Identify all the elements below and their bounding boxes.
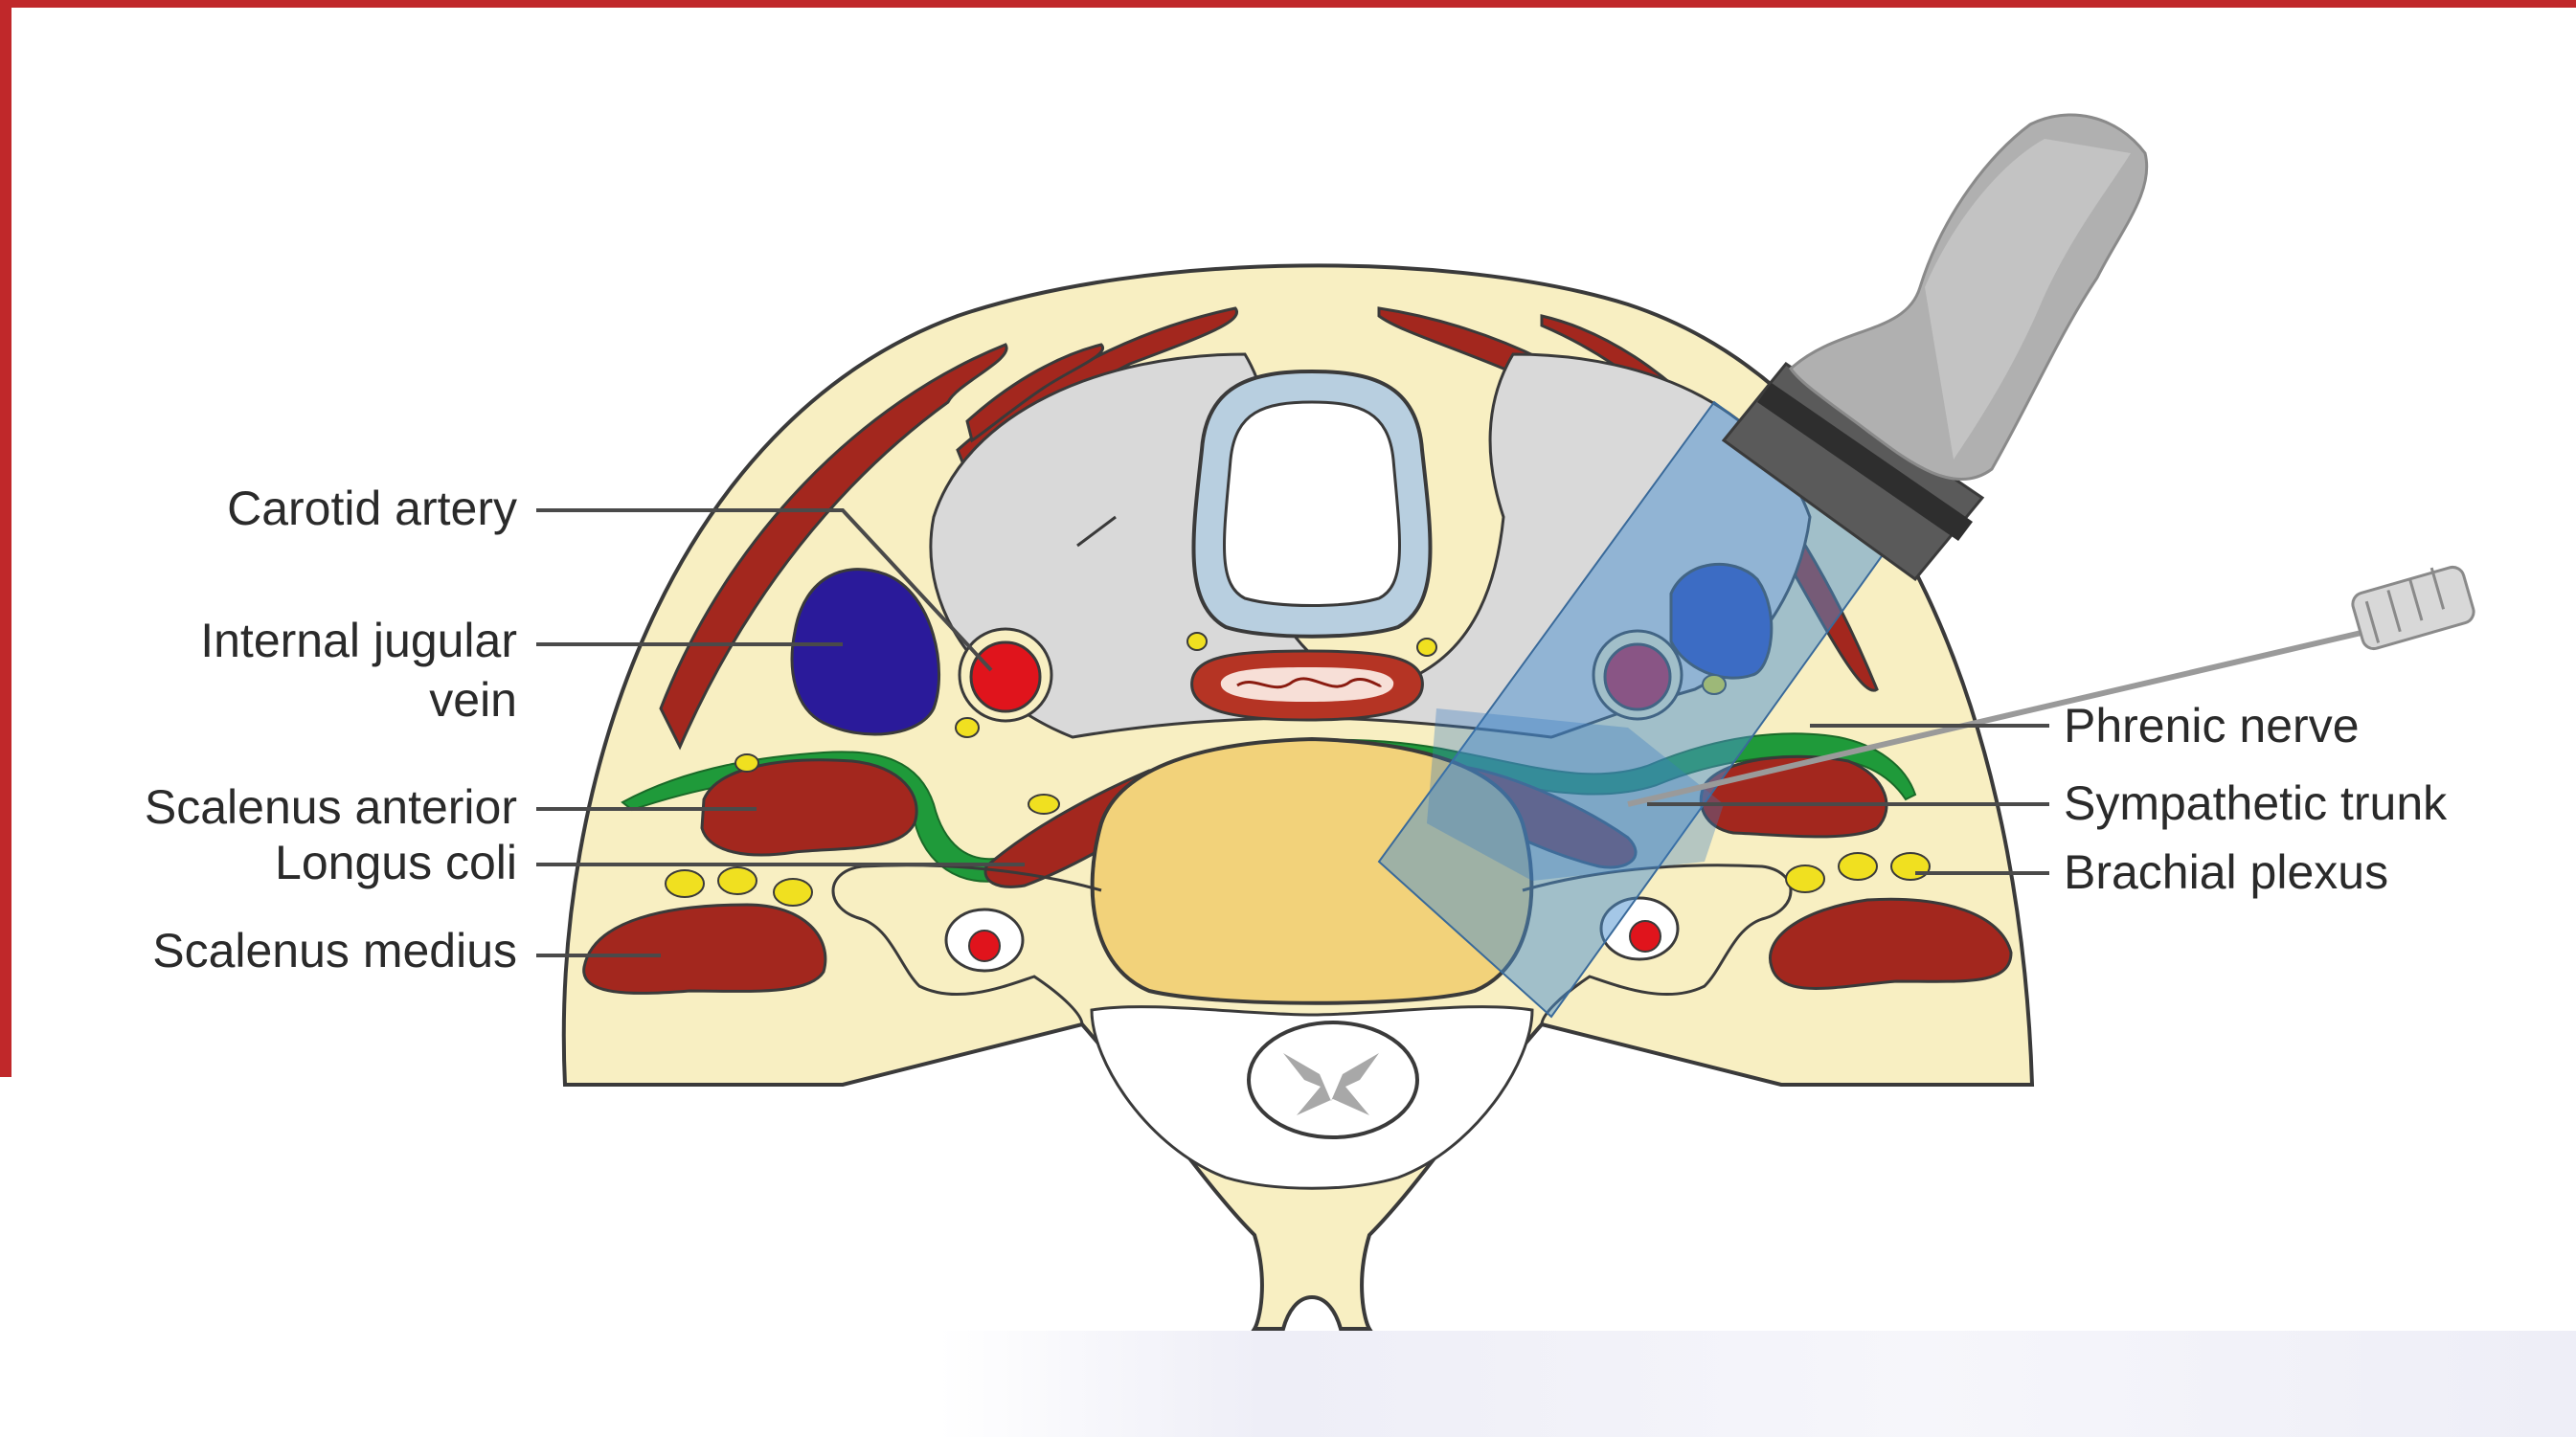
label-scalenus-medius: Scalenus medius: [152, 924, 517, 977]
lymph-node-right: [1417, 639, 1436, 656]
label-internal-jugular-line2: vein: [429, 673, 517, 727]
label-internal-jugular-line1: Internal jugular: [200, 614, 517, 667]
label-longus-coli: Longus coli: [275, 836, 517, 889]
brachial-plexus-left-2: [718, 867, 757, 894]
brachial-plexus-right-3: [1891, 853, 1930, 880]
brachial-plexus-right-1: [1786, 865, 1824, 892]
label-brachial-plexus: Brachial plexus: [2064, 845, 2388, 899]
lymph-node-left: [1187, 633, 1207, 650]
vagus-node-left: [956, 718, 979, 737]
esophagus-inner: [1221, 667, 1393, 702]
fascia-node-left-2: [1028, 795, 1059, 814]
brachial-plexus-right-2: [1839, 853, 1877, 880]
trachea-lumen: [1224, 402, 1399, 606]
brachial-plexus-left-3: [774, 879, 812, 906]
needle-hub: [2350, 565, 2476, 652]
brachial-plexus-left-1: [666, 870, 704, 897]
label-scalenus-anterior: Scalenus anterior: [145, 780, 517, 834]
vertebral-artery-left: [969, 931, 1000, 961]
spinal-cord: [1249, 1022, 1417, 1137]
carotid-artery-left: [971, 642, 1040, 711]
label-sympathetic-trunk: Sympathetic trunk: [2064, 776, 2448, 830]
fascia-node-left-1: [735, 754, 758, 772]
label-carotid-artery: Carotid artery: [227, 482, 517, 535]
vertebral-artery-right: [1630, 921, 1661, 952]
label-phrenic-nerve: Phrenic nerve: [2064, 699, 2360, 752]
